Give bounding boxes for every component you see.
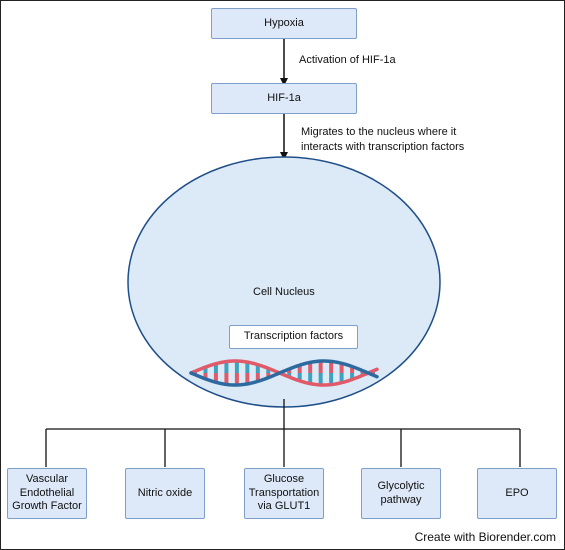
outcome-glucose-line-1: Glucose bbox=[263, 472, 305, 485]
outcome-nitric-oxide-line-1: Nitric oxide bbox=[137, 486, 193, 499]
hypoxia-box: Hypoxia bbox=[211, 8, 357, 39]
outcome-vegf-line-2: Endothelial bbox=[19, 486, 75, 499]
dna-strand-blue bbox=[189, 359, 379, 387]
outcome-glycolytic-line-2: pathway bbox=[380, 493, 422, 506]
outcome-glycolytic-line-1: Glycolytic bbox=[377, 479, 425, 492]
hif-box: HIF-1a bbox=[211, 83, 357, 114]
migrates-line-2: interacts with transcription factors bbox=[301, 141, 465, 153]
outcome-nitric-oxide-box: Nitric oxide bbox=[125, 468, 205, 519]
migrates-line-1: Migrates to the nucleus where it bbox=[301, 126, 457, 138]
outcome-glucose-line-2: Transportation bbox=[248, 486, 320, 499]
outcome-glucose-box: Glucose Transportation via GLUT1 bbox=[244, 468, 324, 519]
hif-label: HIF-1a bbox=[267, 91, 301, 104]
nucleus-label: Cell Nucleus bbox=[253, 286, 315, 298]
outcome-glycolytic-box: Glycolytic pathway bbox=[361, 468, 441, 519]
outcome-vegf-box: Vascular Endothelial Growth Factor bbox=[7, 468, 87, 519]
migrates-label: Migrates to the nucleus where it interac… bbox=[301, 125, 464, 155]
transcription-factors-box: Transcription factors bbox=[229, 325, 358, 349]
outcome-glucose-line-3: via GLUT1 bbox=[257, 500, 311, 513]
dna-icon bbox=[189, 359, 379, 387]
outcome-vegf-line-3: Growth Factor bbox=[12, 500, 82, 513]
transcription-factors-label: Transcription factors bbox=[243, 330, 344, 343]
outcome-epo-line-1: EPO bbox=[505, 486, 529, 499]
outcome-vegf-line-1: Vascular bbox=[26, 472, 68, 485]
dna-strand-red bbox=[189, 359, 379, 387]
activation-label: Activation of HIF-1a bbox=[299, 54, 396, 66]
hypoxia-label: Hypoxia bbox=[264, 16, 304, 29]
credit-text: Create with Biorender.com bbox=[414, 530, 556, 544]
outcome-epo-box: EPO bbox=[477, 468, 557, 519]
